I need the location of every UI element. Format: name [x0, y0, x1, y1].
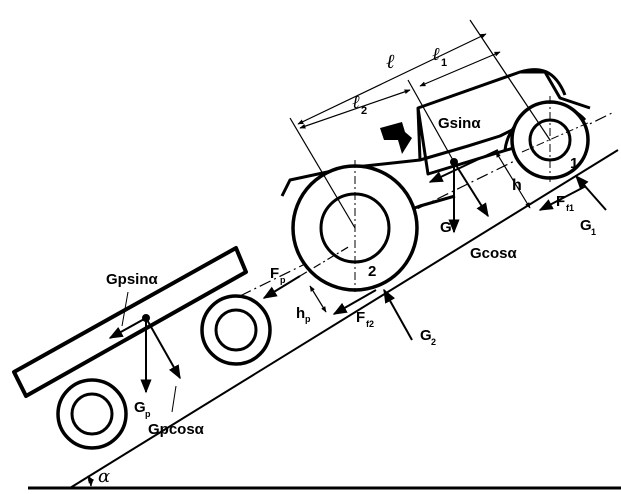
g1-arrow	[575, 174, 607, 211]
hp-dimension	[309, 285, 327, 313]
fp-arrow	[262, 275, 301, 299]
gpcos-arrow	[145, 317, 181, 380]
gcos-arrow	[453, 161, 489, 218]
g2-sub: 2	[431, 337, 436, 347]
gcos-label: Gcosα	[470, 245, 518, 262]
hp-label: h	[296, 305, 305, 322]
trailer	[12, 246, 272, 450]
trailer-rear-wheel-inner	[70, 392, 114, 436]
dim-l2-label: ℓ	[352, 92, 360, 113]
tractor	[239, 68, 615, 297]
alpha-label: α	[98, 466, 110, 487]
fp-sub: p	[280, 275, 286, 285]
ff1-label: F	[556, 193, 565, 210]
g2-arrow	[383, 288, 413, 341]
fp-label: F	[270, 265, 279, 282]
trailer-front-wheel-inner	[214, 308, 258, 352]
ff2-label: F	[356, 309, 365, 326]
gpcos-label: Gpcosα	[148, 421, 205, 438]
slope-angle-arc	[87, 475, 95, 487]
trailer-rear-wheel-outer	[56, 378, 128, 450]
h-dimension	[495, 151, 531, 209]
gpsin-leader	[121, 291, 129, 327]
gp-sub: p	[145, 409, 151, 419]
dim-l-label: ℓ	[386, 49, 395, 73]
dimension-lines	[289, 19, 551, 229]
gpcos-leader	[171, 385, 177, 413]
tractor-body	[280, 70, 591, 252]
ff2-arrow	[332, 289, 377, 315]
g1-label: G	[580, 217, 592, 234]
point-2-label: 2	[368, 263, 376, 280]
fp-dash	[299, 245, 351, 277]
dim-l1-sub: 1	[441, 57, 447, 69]
gpsin-label: Gpsinα	[106, 271, 159, 288]
steering-wheel	[380, 122, 412, 154]
ff1-arrow	[538, 185, 587, 211]
g1-sub: 1	[591, 227, 596, 237]
ff1-sub: f1	[566, 203, 574, 213]
gsin-arrow	[428, 149, 499, 183]
trailer-body	[12, 246, 248, 398]
g2-label: G	[420, 327, 432, 344]
front-wheel-axis	[521, 121, 591, 153]
gpsin-arrow	[108, 317, 147, 339]
dim-l1-label: ℓ	[432, 44, 440, 65]
gp-label: G	[134, 399, 146, 416]
h-label: h	[512, 177, 522, 194]
trailer-front-wheel-outer	[200, 294, 272, 366]
dim-l2-sub: 2	[361, 105, 367, 117]
hp-sub: p	[305, 314, 311, 324]
g-label: G	[440, 219, 452, 236]
tractor-cabin	[519, 68, 567, 96]
gsin-label: Gsinα	[438, 115, 481, 132]
ff2-sub: f2	[366, 319, 374, 329]
point-1-label: 1	[570, 155, 578, 172]
